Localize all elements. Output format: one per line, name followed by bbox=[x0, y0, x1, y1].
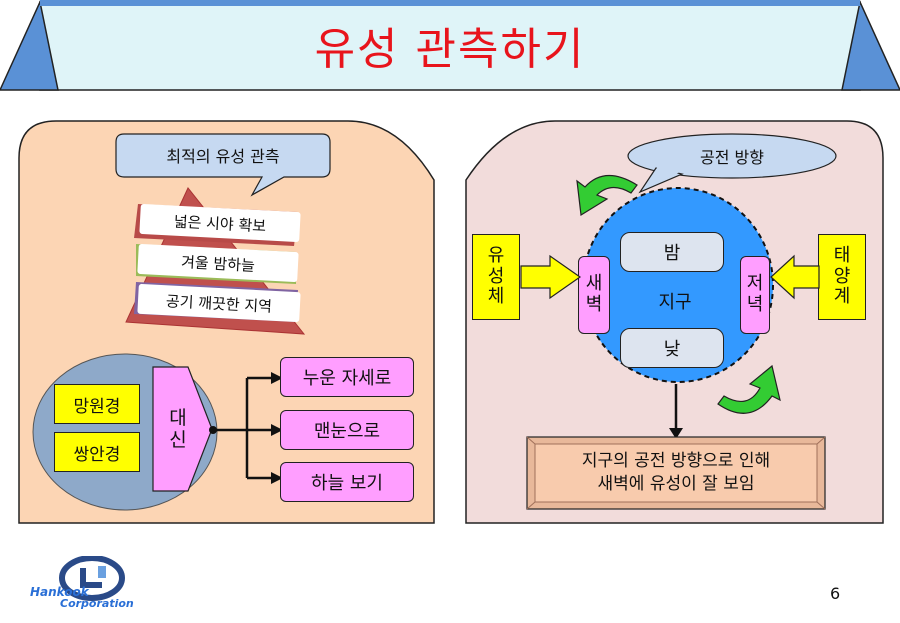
meteoroid-box: 유 성 체 bbox=[472, 234, 520, 320]
substitute-label: 대 신 bbox=[158, 395, 198, 465]
meteoroid-arrow-icon bbox=[520, 254, 582, 300]
dawn-char-2: 벽 bbox=[585, 294, 603, 315]
substitute-chevron bbox=[152, 366, 213, 492]
orbit-callout-text: 공전 방향 bbox=[700, 148, 764, 167]
method-lying-down: 누운 자세로 bbox=[280, 357, 414, 397]
orbit-arrow-bottom-icon bbox=[717, 364, 781, 414]
orbit-arrow-top-icon bbox=[576, 174, 638, 217]
meteoroid-char-3: 체 bbox=[487, 286, 505, 308]
logo-text-bottom: Corporation bbox=[60, 597, 134, 610]
down-arrow-icon bbox=[669, 384, 683, 439]
binoculars-box: 쌍안경 bbox=[54, 432, 140, 472]
telescope-box: 망원경 bbox=[54, 384, 140, 424]
sun-char-2: 양 bbox=[833, 265, 851, 287]
callout-bubble bbox=[115, 133, 331, 197]
sun-char-3: 계 bbox=[833, 286, 851, 308]
meteoroid-char-2: 성 bbox=[487, 265, 505, 287]
sun-char-1: 태 bbox=[833, 244, 851, 266]
dawn-tab: 새 벽 bbox=[578, 256, 610, 334]
sun-box: 태 양 계 bbox=[818, 234, 866, 320]
sun-arrow-icon bbox=[770, 254, 820, 300]
company-logo bbox=[59, 556, 125, 601]
method-sky-watching: 하늘 보기 bbox=[280, 462, 414, 502]
title-banner bbox=[0, 0, 900, 91]
dawn-char-1: 새 bbox=[585, 273, 603, 295]
conclusion-text: 지구의 공전 방향으로 인해 새벽에 유성이 잘 보임 bbox=[536, 444, 816, 502]
logo-text-top: Hankook bbox=[30, 585, 89, 599]
conclusion-line-2: 새벽에 유성이 잘 보임 bbox=[597, 474, 755, 494]
substitute-char-1: 대 bbox=[169, 407, 187, 430]
day-label: 낮 bbox=[620, 328, 724, 368]
branch-arrows bbox=[209, 372, 283, 484]
page-number: 6 bbox=[830, 584, 841, 603]
conclusion-frame bbox=[526, 436, 826, 510]
page-title: 유성 관측하기 bbox=[314, 24, 586, 75]
method-naked-eye: 맨눈으로 bbox=[280, 410, 414, 450]
dusk-tab: 저 녁 bbox=[740, 256, 770, 334]
conclusion-line-1: 지구의 공전 방향으로 인해 bbox=[581, 451, 771, 472]
dusk-char-1: 저 bbox=[746, 273, 764, 295]
earth-label: 지구 bbox=[658, 292, 692, 313]
callout-text: 최적의 유성 관측 bbox=[166, 147, 280, 166]
meteoroid-char-1: 유 bbox=[487, 244, 505, 266]
dusk-char-2: 녁 bbox=[746, 294, 764, 315]
orbit-callout bbox=[627, 133, 837, 194]
night-label: 밤 bbox=[620, 232, 724, 272]
substitute-char-2: 신 bbox=[169, 429, 187, 451]
